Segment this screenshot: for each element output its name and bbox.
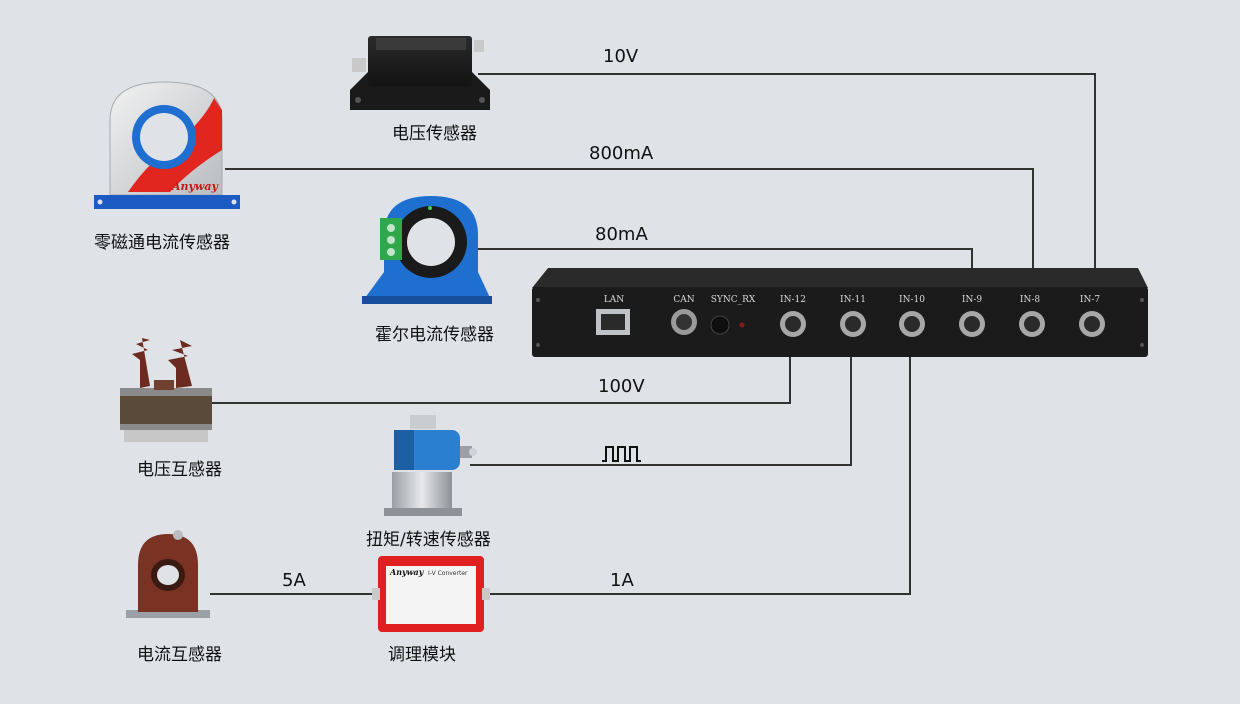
label-current-transformer: 电流互感器 xyxy=(137,645,222,665)
wire-voltage-sensor xyxy=(478,73,1096,314)
hall-sensor-image xyxy=(362,196,492,304)
port-label-sync: SYNC_RX xyxy=(711,295,756,305)
voltage-transformer-image xyxy=(120,338,212,442)
signal-voltage-transformer: 100V xyxy=(598,376,645,397)
conditioning-module-image: Anyway I-V Converter xyxy=(372,556,490,632)
torque-sensor-image xyxy=(384,415,477,516)
signal-zero-flux-sensor: 800mA xyxy=(589,143,654,164)
wires xyxy=(210,73,1096,595)
wire-zero-flux-sensor xyxy=(225,168,1034,314)
voltage-sensor-image xyxy=(350,36,490,110)
port-label-can: CAN xyxy=(673,295,694,305)
port-label-in11: IN-11 xyxy=(840,295,866,305)
acquisition-device: LAN CAN SYNC_RX IN-12 IN-11 IN-10 IN-9 I… xyxy=(532,268,1148,357)
sync-port xyxy=(710,315,730,335)
wire-torque-sensor xyxy=(470,330,852,466)
port-label-lan: LAN xyxy=(604,295,624,305)
zero-flux-brand: Anyway xyxy=(171,180,220,193)
signal-voltage-sensor: 10V xyxy=(603,46,639,67)
module-title: I-V Converter xyxy=(428,570,468,577)
pulse-symbol xyxy=(602,446,641,462)
signal-hall-sensor: 80mA xyxy=(595,224,648,245)
signal-conditioning-module: 1A xyxy=(610,570,634,591)
label-conditioning-module: 调理模块 xyxy=(388,645,456,665)
label-voltage-transformer: 电压互感器 xyxy=(137,460,222,480)
module-brand: Anyway xyxy=(389,567,425,577)
port-label-in9: IN-9 xyxy=(962,295,982,305)
port-label-in12: IN-12 xyxy=(780,295,806,305)
in-ports xyxy=(780,311,1105,337)
port-label-in7: IN-7 xyxy=(1080,295,1100,305)
wire-conditioning-module xyxy=(482,330,911,595)
port-label-in10: IN-10 xyxy=(899,295,925,305)
current-transformer-image xyxy=(126,530,210,618)
zero-flux-sensor-image: Anyway xyxy=(94,81,240,209)
signal-current-transformer: 5A xyxy=(282,570,306,591)
label-hall-sensor: 霍尔电流传感器 xyxy=(375,325,494,345)
label-zero-flux-sensor: 零磁通电流传感器 xyxy=(94,233,230,253)
label-voltage-sensor: 电压传感器 xyxy=(392,124,477,144)
port-label-in8: IN-8 xyxy=(1020,295,1040,305)
label-torque-sensor: 扭矩/转速传感器 xyxy=(366,530,491,550)
